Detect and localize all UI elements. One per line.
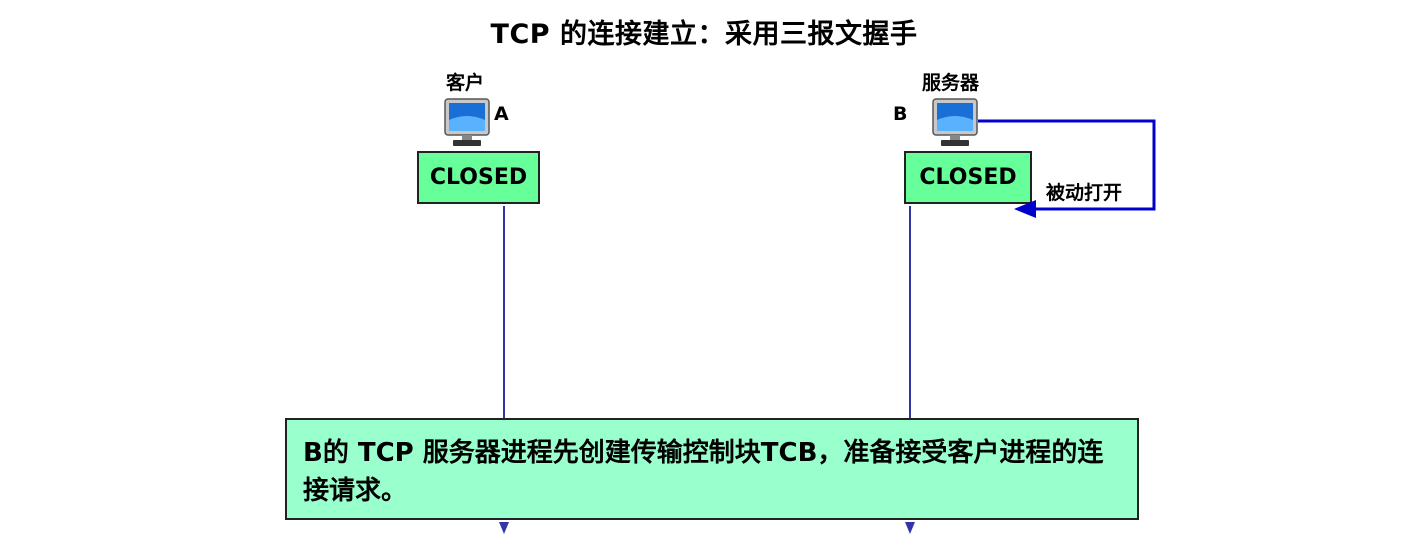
server-role-label: 服务器	[922, 72, 980, 94]
server-computer-icon	[932, 98, 978, 152]
diagram-title: TCP 的连接建立：采用三报文握手	[490, 19, 918, 50]
server-letter: B	[893, 103, 908, 125]
client-lifeline	[503, 206, 505, 520]
client-lifeline-arrowhead	[499, 522, 509, 534]
client-state-box: CLOSED	[417, 151, 540, 204]
client-letter: A	[494, 103, 509, 125]
client-computer-icon	[444, 98, 490, 152]
server-lifeline	[909, 206, 911, 520]
explanation-note: B的 TCP 服务器进程先创建传输控制块TCB，准备接受客户进程的连接请求。	[285, 418, 1139, 520]
server-state-box: CLOSED	[904, 151, 1032, 204]
server-lifeline-arrowhead	[905, 522, 915, 534]
client-role-label: 客户	[446, 72, 485, 94]
passive-open-label: 被动打开	[1046, 182, 1123, 204]
